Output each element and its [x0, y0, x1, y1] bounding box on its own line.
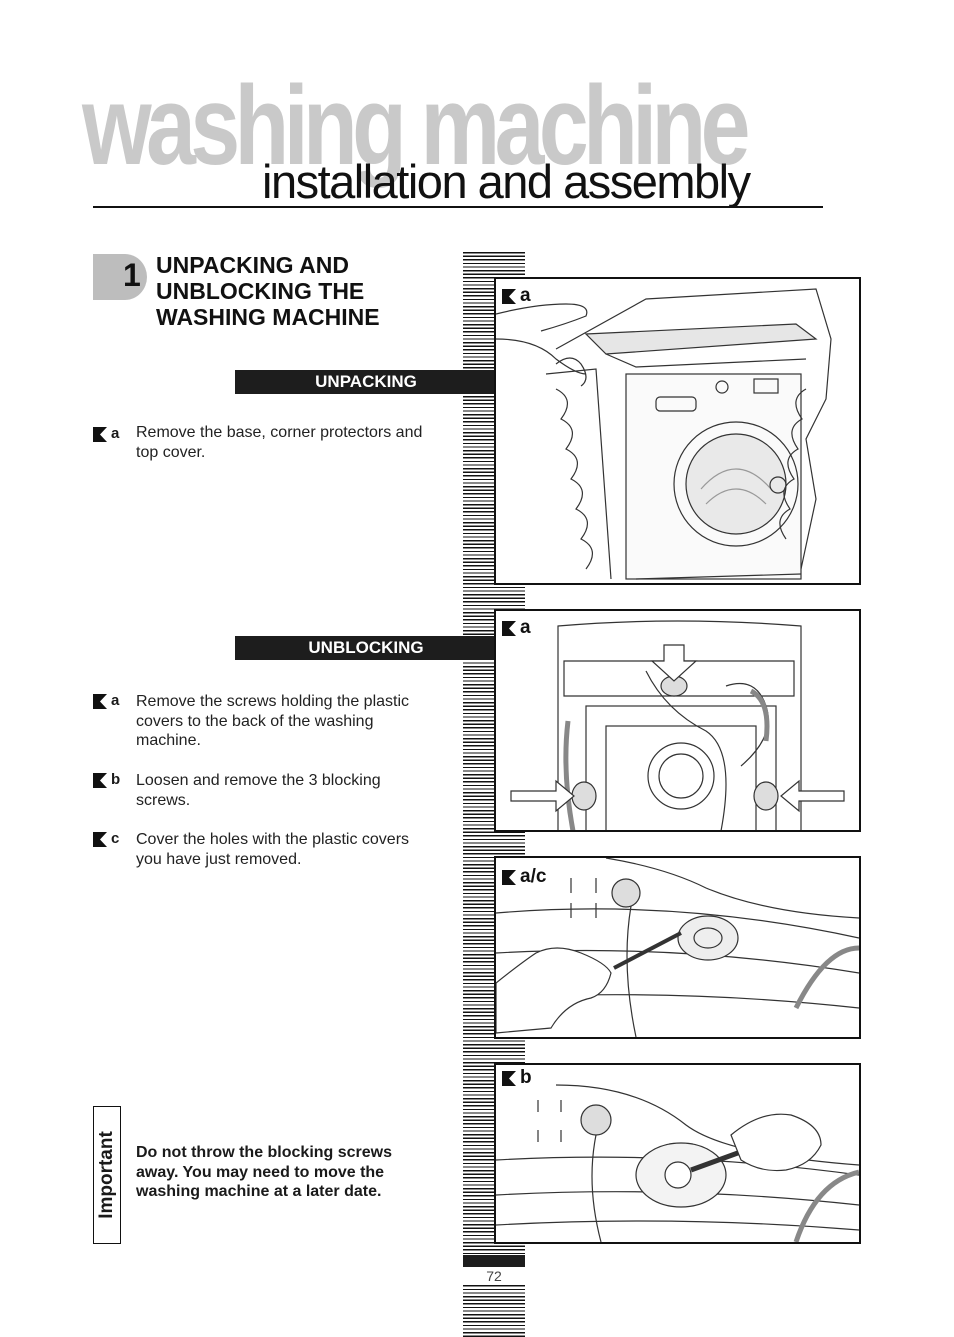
unblocking-item-b-text: Loosen and remove the 3 blocking screws.	[136, 771, 446, 810]
section-title: UNPACKING AND UNBLOCKING THE WASHING MAC…	[156, 252, 380, 330]
wrench-illustration	[496, 1084, 859, 1242]
title-rule	[93, 206, 823, 208]
washing-machine-back-illustration	[510, 620, 845, 830]
important-label-box: Important	[93, 1106, 121, 1244]
unblocking-item-c-text: Cover the holes with the plastic covers …	[136, 830, 446, 869]
unblocking-heading: UNBLOCKING	[235, 636, 497, 660]
screwdriver-illustration	[496, 858, 859, 1037]
figure-label: a/c	[520, 866, 547, 887]
figure-unpacking: a	[494, 277, 861, 585]
bullet-marker-icon	[93, 427, 107, 442]
text-line: Remove the screws holding the plastic	[136, 693, 410, 710]
item-letter: a	[111, 692, 120, 709]
text-line: Cover the holes with the plastic covers	[136, 831, 410, 848]
text-line: Loosen and remove the 3 blocking	[136, 772, 381, 789]
bullet-marker-icon	[93, 694, 107, 709]
figure-label: b	[520, 1067, 532, 1088]
text-line: you have just removed.	[136, 850, 302, 868]
text-line: Remove the base, corner protectors and	[136, 424, 423, 441]
unblocking-item-a-text: Remove the screws holding the plastic co…	[136, 692, 446, 751]
text-line: top cover.	[136, 443, 206, 461]
item-letter: c	[111, 830, 120, 847]
bullet-marker-icon	[93, 773, 107, 788]
figure-unblocking-back: a	[494, 609, 861, 832]
figure-unblocking-wrench: b	[494, 1063, 861, 1244]
section-title-line: WASHING MACHINE	[156, 304, 380, 330]
item-letter: a	[111, 425, 120, 442]
important-label: Important	[96, 1131, 117, 1219]
text-line: washing machine at a later date.	[136, 1183, 382, 1200]
page-title: installation and assembly	[262, 155, 751, 208]
figure-label: a	[520, 617, 531, 638]
section-number-badge	[93, 254, 147, 300]
figure-label: a	[520, 285, 531, 306]
text-line: away. You may need to move the	[136, 1163, 385, 1181]
section-title-line: UNBLOCKING THE	[156, 278, 365, 304]
text-line: Do not throw the blocking screws	[136, 1144, 393, 1161]
page-number: 72	[486, 1268, 502, 1284]
page-number-bar	[463, 1255, 525, 1267]
section-title-line: UNPACKING AND	[156, 252, 349, 278]
bullet-marker-icon	[502, 1071, 516, 1086]
text-line: screws.	[136, 791, 191, 809]
background-title-word: washing machine	[82, 63, 750, 188]
washing-machine-unpacking-illustration	[496, 288, 832, 580]
figure-unblocking-screwdriver: a/c	[494, 856, 861, 1039]
item-letter: b	[111, 771, 121, 788]
bullet-marker-icon	[93, 832, 107, 847]
bullet-marker-icon	[502, 870, 516, 885]
bullet-marker-icon	[502, 621, 516, 636]
text-line: covers to the back of the washing	[136, 712, 374, 730]
section-number: 1	[123, 257, 141, 293]
important-note: Do not throw the blocking screws away. Y…	[136, 1143, 436, 1202]
unpacking-heading: UNPACKING	[235, 370, 497, 394]
text-line: machine.	[136, 732, 201, 749]
bullet-marker-icon	[502, 289, 516, 304]
unpacking-item-a-text: Remove the base, corner protectors and t…	[136, 423, 446, 462]
